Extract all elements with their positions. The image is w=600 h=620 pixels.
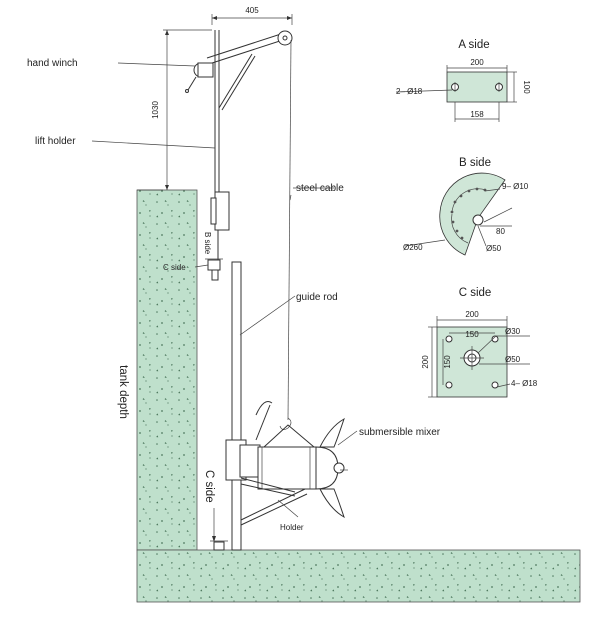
a-side-height: 100 [522,80,531,94]
b-side-outer-dia: Ø260 [403,243,423,252]
label-tank-depth: tank depth [117,365,129,419]
c-side-detail: C side 200 150 200 150 Ø30 Ø50 4 [421,287,538,398]
label-b-side-marker: B side [203,232,212,255]
dimension-top-width-label: 405 [245,6,259,15]
a-side-width: 200 [470,58,484,67]
tank-wall [136,189,198,551]
guide-rod-foot [210,540,228,551]
c-side-d50: Ø50 [505,355,521,364]
label-guide-rod: guide rod [296,292,338,303]
tank-concrete [136,189,581,603]
label-hand-winch: hand winch [27,58,78,69]
b-side-plate [439,172,506,256]
c-side-width: 200 [465,310,479,319]
b-side-inner-dia: Ø50 [486,244,502,253]
c-side-height: 200 [421,355,430,369]
dimension-height-label: 1030 [151,101,160,119]
c-side-holes: 4– Ø18 [511,379,538,388]
a-side-title: A side [458,39,489,51]
lift-holder [206,30,287,262]
submersible-mixer[interactable] [225,401,348,519]
dimension-height: 1030 [137,29,212,191]
guide-rod [231,261,242,551]
c-side-title: C side [459,287,492,299]
a-side-detail: A side 200 100 158 2– Ø18 [395,39,531,122]
b-side-detail: B side 9– Ø10 80 Ø260 Ø50 [403,157,529,256]
steel-cable [287,39,292,421]
label-submersible-mixer: submersible mixer [359,427,441,438]
label-steel-cable: steel cable [296,183,344,194]
b-side-title: B side [459,157,491,169]
b-side-holes: 9– Ø10 [502,182,529,191]
tank-floor [136,549,581,603]
pulley-wheel [277,30,293,46]
a-side-holes: 2– Ø18 [396,87,423,96]
label-lift-holder: lift holder [35,136,76,147]
label-c-side-small: C side [163,263,186,272]
label-holder: Holder [280,523,304,532]
c-side-inner-width: 150 [465,330,479,339]
leader-lines [91,62,358,542]
b-side-offset: 80 [496,227,505,236]
dimension-top-width: 405 [211,6,293,25]
c-side-inner-height: 150 [443,355,452,369]
hand-winch[interactable] [185,62,214,93]
label-c-side-large: C side [203,470,215,503]
c-side-bracket [205,258,223,281]
c-side-d30: Ø30 [505,327,521,336]
mixer-holder [240,477,308,526]
a-side-hole-spacing: 158 [470,110,484,119]
